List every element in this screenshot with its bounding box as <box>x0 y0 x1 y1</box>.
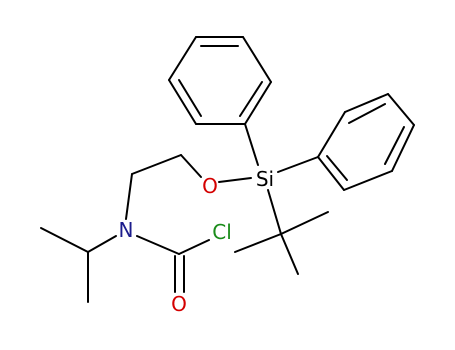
chlorine-atom-label: Cl <box>212 220 232 244</box>
nitrogen-atom-label: N <box>119 218 134 242</box>
carbamoyl-chloride-group <box>136 235 210 293</box>
isopropyl-group <box>40 227 117 303</box>
tert-butyl-group <box>234 189 329 275</box>
carbonyl-oxygen-atom-label: O <box>171 292 187 316</box>
phenyl-ring-upper <box>168 36 272 125</box>
phenyl-ring-right <box>317 93 415 191</box>
si-phenyl-bonds <box>244 123 319 173</box>
ethoxy-chain <box>125 154 252 220</box>
ether-oxygen-atom-label: O <box>202 174 218 198</box>
silicon-atom-label: Si <box>256 167 274 191</box>
